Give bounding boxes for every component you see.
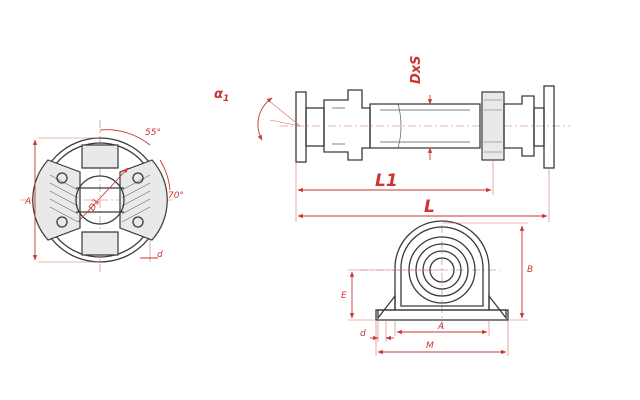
label-l: L [424,197,435,217]
label-dim-d1: D1 [87,197,102,213]
support-bearing-view: B E A d M [341,220,533,356]
label-dxs: DxS [409,55,424,84]
label-dim-a-left: A [24,197,31,207]
label-dim-d-bottom: d [360,329,366,339]
label-dim-a-bottom: A [437,322,444,332]
driveshaft-side-view: α1 DxS L1 L [214,55,570,222]
label-l1: L1 [375,171,398,191]
label-dim-m: M [426,341,434,351]
label-dim-d-left: d [157,250,163,260]
label-dim-b: B [527,265,533,275]
label-dim-e: E [341,291,347,301]
label-angle-55: 55° [145,128,161,138]
label-alpha: α1 [214,87,229,104]
label-angle-70: 70° [168,191,184,201]
flange-end-view: 55° 70° A D1 d [20,120,184,275]
